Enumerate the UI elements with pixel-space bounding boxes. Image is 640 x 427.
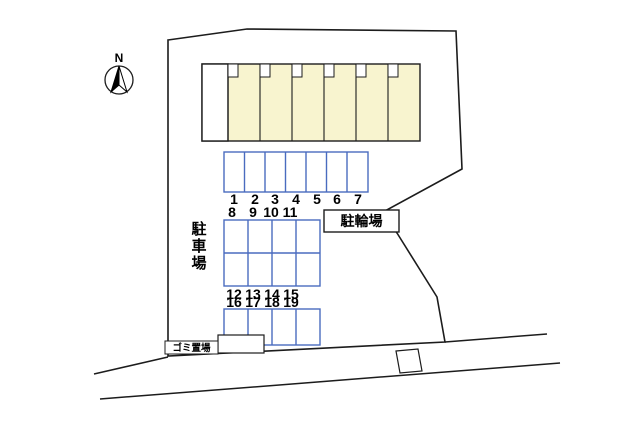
road-edge-upper-right [444, 333, 548, 343]
space-number: 19 [283, 294, 299, 310]
north-arrow: N [104, 51, 134, 95]
building [201, 63, 421, 142]
compass-needle-left [110, 65, 120, 94]
space-number: 16 [226, 294, 242, 310]
garbage-area-label: ゴミ置場 [172, 342, 211, 354]
space-number: 1 [230, 191, 238, 207]
road-edge-upper-left [93, 356, 169, 375]
space-number: 17 [245, 294, 261, 310]
building-left-wing [201, 63, 229, 142]
space-number: 14 [264, 286, 280, 302]
bicycle-parking: 駐輪場 [323, 209, 400, 233]
space-number: 3 [271, 191, 279, 207]
parking-space [223, 151, 369, 193]
space-numbers-row-2: 8 9 10 11 [228, 204, 298, 220]
road-lines [93, 333, 561, 400]
parking-row-1 [223, 151, 369, 193]
space-numbers-row-3: 12 13 14 15 [226, 286, 299, 302]
road-marking [395, 348, 423, 374]
garbage-area: ゴミ置場 [164, 334, 265, 355]
space-numbers-row-4: 16 17 18 19 [226, 294, 299, 310]
space-number: 15 [283, 286, 299, 302]
space-number: 6 [333, 191, 341, 207]
space-numbers-row-1: 1 2 3 4 5 6 7 [230, 191, 362, 207]
space-number: 5 [313, 191, 321, 207]
space-number: 2 [251, 191, 259, 207]
space-number: 18 [264, 294, 280, 310]
space-number: 9 [249, 204, 257, 220]
bicycle-parking-label: 駐輪場 [341, 213, 383, 229]
space-number: 12 [226, 286, 242, 302]
space-number: 10 [263, 204, 279, 220]
garbage-label-box [164, 340, 219, 355]
space-number: 11 [283, 204, 298, 220]
bicycle-parking-box [323, 209, 400, 233]
parking-lot-label: 駐車場 [190, 220, 207, 272]
compass-needle-right [118, 65, 128, 94]
space-number: 13 [245, 286, 261, 302]
garbage-area-pad [217, 334, 265, 354]
space-number: 4 [292, 191, 300, 207]
road-edge-lower [99, 362, 561, 400]
building-entrance-notches [227, 63, 399, 78]
space-number: 8 [228, 204, 236, 220]
parking-block-a [223, 219, 321, 287]
space-number: 7 [354, 191, 362, 207]
north-label: N [115, 51, 124, 65]
